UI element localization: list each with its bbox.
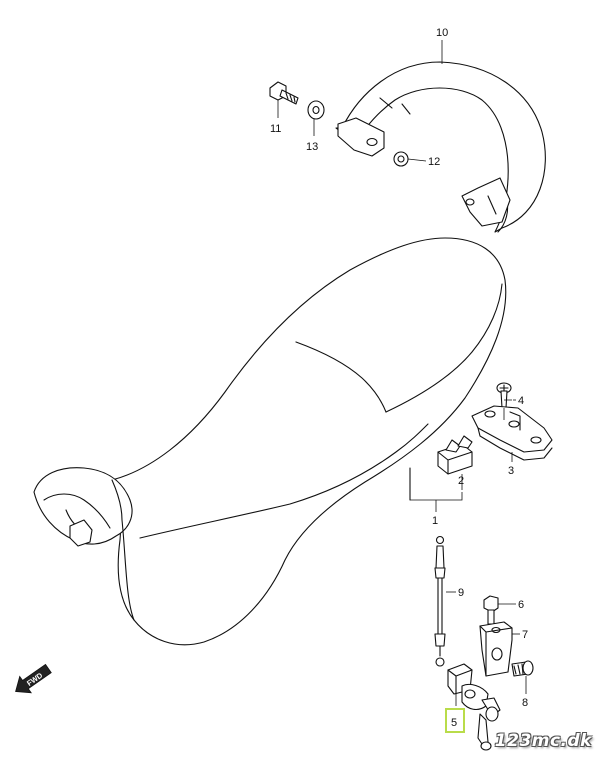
cable-part-9	[434, 535, 446, 667]
seat-hook-part-3	[471, 405, 553, 461]
label-part-1: 1	[432, 515, 438, 527]
label-part-8: 8	[522, 697, 528, 709]
label-part-12: 12	[428, 156, 440, 168]
washer-part-13	[307, 100, 325, 120]
label-part-10: 10	[436, 27, 448, 39]
label-part-2: 2	[458, 475, 464, 487]
label-part-6: 6	[518, 599, 524, 611]
label-part-11: 11	[270, 123, 281, 135]
bolt-part-11	[269, 81, 299, 105]
leader-lines	[277, 40, 527, 706]
lock-bracket-part-7	[479, 621, 513, 677]
label-part-13: 13	[306, 141, 318, 153]
seat-lock-part-5	[447, 663, 501, 751]
label-part-9: 9	[458, 587, 464, 599]
part-number-labels: 10 11 13 12 4 3 2 1 9 6 7 8 5	[270, 27, 528, 729]
bolt-part-6	[483, 595, 499, 625]
label-part-7: 7	[522, 629, 528, 641]
label-part-3: 3	[508, 465, 514, 477]
watermark-logo: 123mc.dk	[494, 731, 592, 751]
highlighted-part-box	[445, 708, 465, 733]
seat-part-1	[33, 237, 507, 646]
nut-part-12	[393, 151, 409, 167]
screw-part-8	[511, 660, 534, 677]
label-part-5: 5	[451, 717, 457, 729]
screw-part-4	[496, 382, 512, 409]
label-part-4: 4	[518, 395, 524, 407]
stopper-part-2	[437, 435, 473, 475]
grab-rail-part-10	[335, 61, 546, 233]
forward-arrow-icon: FWD	[15, 663, 52, 694]
